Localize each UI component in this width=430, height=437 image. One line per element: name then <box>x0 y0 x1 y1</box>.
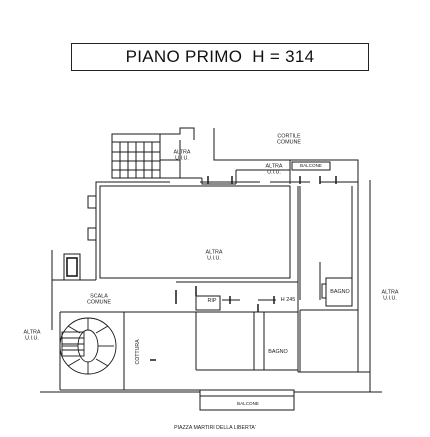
label-bagno-right: BAGNO <box>330 288 350 295</box>
label-balcone-bottom: BALCONE <box>237 400 259 406</box>
label-balcone-top: BALCONE <box>300 162 322 168</box>
label-h245: H 245 <box>280 296 296 303</box>
label-scala-comune: SCALA COMUNE <box>87 293 111 306</box>
walls <box>40 127 382 411</box>
label-piazza: PIAZZA MARTIRI DELLA LIBERTA' <box>174 425 256 431</box>
label-rip: RIP <box>207 297 217 304</box>
label-cortile-comune: CORTILE COMUNE <box>277 133 301 146</box>
openings <box>150 176 337 361</box>
label-altra-uiu-top-left: ALTRA U.I.U. <box>173 149 191 162</box>
label-altra-uiu-top-mid: ALTRA U.I.U. <box>265 163 283 176</box>
label-altra-uiu-center: ALTRA U.I.U. <box>205 249 223 262</box>
label-altra-uiu-left: ALTRA U.I.U. <box>23 329 41 342</box>
label-cottura: COTTURA <box>135 339 141 365</box>
spiral-stair <box>59 317 117 375</box>
plan-title: PIANO PRIMO H = 314 <box>125 47 315 66</box>
title-box: PIANO PRIMO H = 314 <box>71 43 369 71</box>
top-stair-block <box>111 127 202 179</box>
label-bagno-bottom: BAGNO <box>268 348 288 355</box>
label-altra-uiu-right: ALTRA U.I.U. <box>381 289 399 302</box>
